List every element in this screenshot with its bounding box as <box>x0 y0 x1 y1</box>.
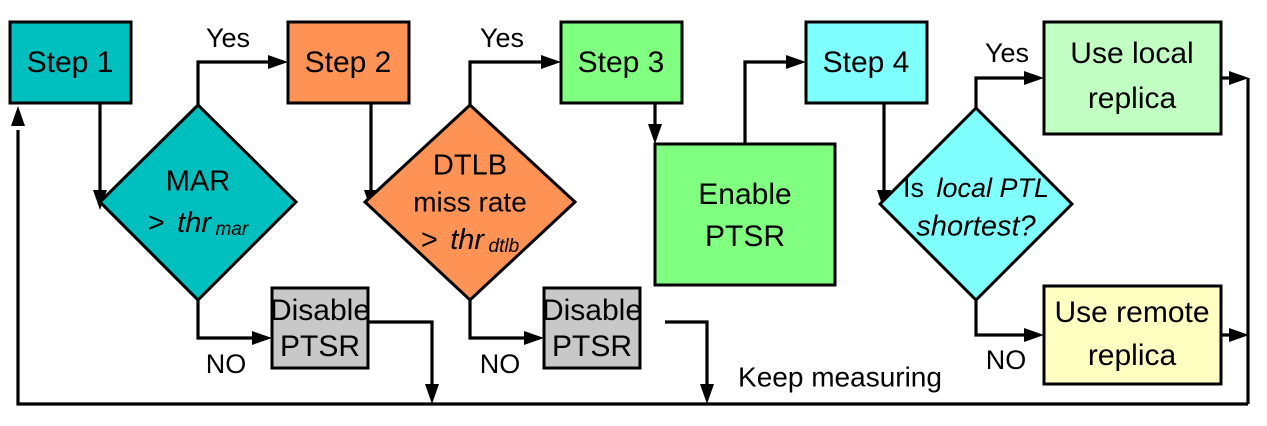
node-enable-ptsr[interactable]: Enable PTSR <box>653 142 837 287</box>
mar-threshold-expression: > thr mar <box>148 207 249 240</box>
ptl-line1-italic: local PTL <box>936 173 1049 203</box>
node-use-local-replica[interactable]: Use local replica <box>1042 20 1223 136</box>
node-use-remote-replica[interactable]: Use remote replica <box>1042 284 1223 386</box>
mar-var: thr <box>177 207 212 239</box>
edge-disable2-to-bus <box>665 320 709 388</box>
ptl-line1-plain: Is <box>903 173 924 203</box>
edge-mar-yes-to-step2 <box>196 60 272 105</box>
arrowhead-local-rightbus <box>1229 71 1249 85</box>
edge-enable-to-step4 <box>743 60 790 144</box>
enable-ptsr-line2: PTSR <box>705 220 785 253</box>
use-local-line2: replica <box>1088 82 1177 115</box>
edge-labels: Yes Yes Yes NO NO NO Keep measuring <box>206 23 1029 392</box>
node-step4[interactable]: Step 4 <box>804 20 929 105</box>
arrowhead-enable-to-step4 <box>786 55 806 69</box>
edge-label-no-3: NO <box>986 345 1027 375</box>
step1-label: Step 1 <box>27 46 114 79</box>
arrowhead-disable2-bus <box>700 384 714 404</box>
ptl-line2: shortest? <box>916 211 1036 243</box>
enable-ptsr-line1: Enable <box>698 178 791 211</box>
mar-subscript: mar <box>215 219 248 240</box>
dtlb-operator: > <box>421 224 438 256</box>
dtlb-line2: miss rate <box>413 186 527 217</box>
edge-disable1-to-bus <box>368 320 434 388</box>
disable-ptsr-2-line1: Disable <box>542 294 642 327</box>
node-disable-ptsr-2[interactable]: Disable PTSR <box>542 286 642 370</box>
node-step1[interactable]: Step 1 <box>8 20 133 105</box>
edge-label-yes-1: Yes <box>206 23 250 53</box>
step3-box[interactable] <box>559 20 684 105</box>
step4-box[interactable] <box>804 20 929 105</box>
disable-ptsr-2-line2: PTSR <box>552 330 632 363</box>
edge-label-no-1: NO <box>206 349 247 379</box>
mar-diamond[interactable] <box>97 102 299 303</box>
use-local-replica-box[interactable] <box>1042 20 1223 136</box>
connectors <box>11 55 1250 406</box>
dtlb-threshold-expression: > thr dtlb <box>421 224 519 257</box>
edge-label-keep-measuring: Keep measuring <box>738 361 942 392</box>
arrowhead-dtlb-no <box>524 331 544 345</box>
edge-dtlb-yes-to-step3 <box>468 60 545 105</box>
arrowhead-mar-no <box>252 331 272 345</box>
arrowhead-ptl-no <box>1024 328 1044 342</box>
use-remote-line1: Use remote <box>1054 296 1209 329</box>
use-remote-replica-box[interactable] <box>1042 284 1223 386</box>
edge-label-yes-3: Yes <box>985 38 1029 68</box>
mar-line1: MAR <box>166 166 230 198</box>
step4-label: Step 4 <box>823 46 910 79</box>
enable-ptsr-box[interactable] <box>653 142 837 287</box>
node-step2[interactable]: Step 2 <box>286 20 411 105</box>
node-disable-ptsr-1[interactable]: Disable PTSR <box>270 286 370 370</box>
arrowhead-ptl-yes <box>1024 71 1044 85</box>
arrowhead-disable1-bus <box>425 384 439 404</box>
node-step3[interactable]: Step 3 <box>559 20 684 105</box>
arrowhead-step3-to-enable <box>648 124 662 144</box>
arrowhead-mar-yes <box>268 55 288 69</box>
disable-ptsr-1-box[interactable] <box>270 286 370 370</box>
step1-box[interactable] <box>8 20 133 105</box>
dtlb-var: thr <box>450 224 485 256</box>
edge-return-bus-bottom <box>16 130 1248 406</box>
use-local-line1: Use local <box>1070 37 1193 70</box>
ptl-line1: Is local PTL <box>903 173 1049 203</box>
node-dtlb-decision[interactable]: DTLB miss rate > thr dtlb <box>362 102 578 303</box>
arrowhead-remote-rightbus <box>1229 328 1249 342</box>
edge-dtlb-no-to-disable2 <box>468 300 528 340</box>
edge-label-yes-2: Yes <box>480 23 524 53</box>
disable-ptsr-1-line1: Disable <box>270 294 370 327</box>
step2-box[interactable] <box>286 20 411 105</box>
disable-ptsr-1-line2: PTSR <box>280 330 360 363</box>
step2-label: Step 2 <box>305 46 392 79</box>
arrowhead-dtlb-yes <box>541 55 561 69</box>
edge-mar-no-to-disable1 <box>196 300 256 340</box>
edge-ptl-no-to-remote <box>974 300 1028 337</box>
step3-label: Step 3 <box>578 46 665 79</box>
dtlb-line1: DTLB <box>433 150 507 182</box>
edge-label-no-2: NO <box>480 349 521 379</box>
dtlb-diamond[interactable] <box>362 102 578 303</box>
arrowhead-return-to-step1 <box>11 106 25 126</box>
disable-ptsr-2-box[interactable] <box>542 286 642 370</box>
mar-operator: > <box>148 207 165 239</box>
dtlb-subscript: dtlb <box>489 236 520 257</box>
node-mar-decision[interactable]: MAR > thr mar <box>97 102 299 303</box>
node-ptl-decision[interactable]: Is local PTL shortest? <box>877 105 1075 303</box>
ptl-diamond[interactable] <box>877 105 1075 303</box>
edge-ptl-yes-to-local <box>974 76 1028 108</box>
use-remote-line2: replica <box>1088 339 1177 372</box>
